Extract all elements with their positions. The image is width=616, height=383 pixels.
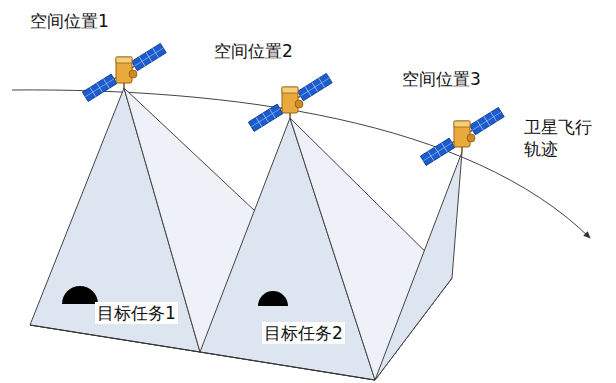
sensor-cone: [30, 88, 462, 380]
position-label: 空间位置1: [28, 10, 111, 32]
position-label: 空间位置2: [212, 40, 295, 62]
target-label: 目标任务1: [95, 302, 178, 324]
position-label: 空间位置3: [400, 68, 483, 90]
trajectory-label: 卫星飞行轨迹: [522, 116, 597, 160]
satellite: [82, 43, 166, 101]
satellite: [248, 73, 332, 131]
target-label: 目标任务2: [262, 322, 345, 344]
satellite: [420, 107, 504, 165]
